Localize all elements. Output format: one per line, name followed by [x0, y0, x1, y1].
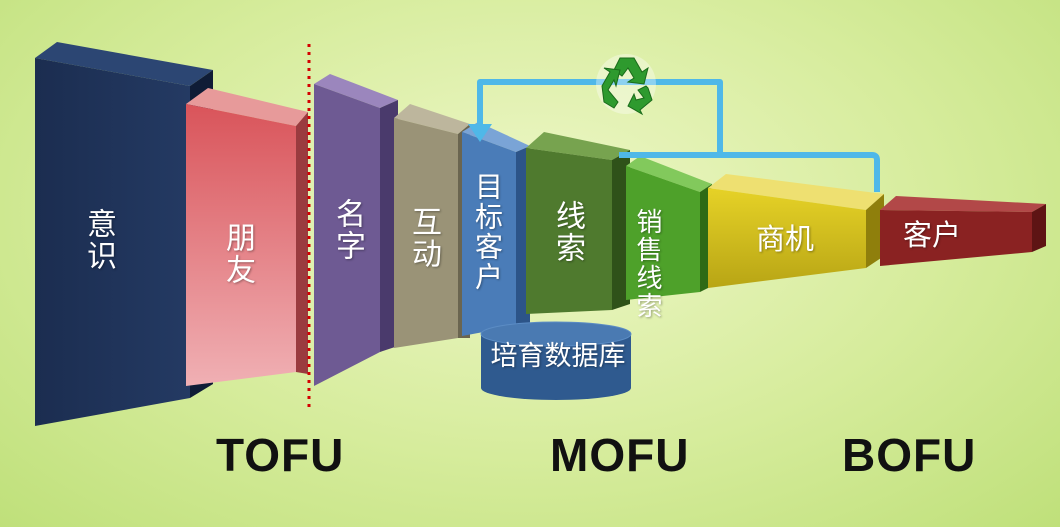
- phase-mofu: MOFU: [550, 429, 690, 481]
- loop-arrow-head: [468, 124, 492, 142]
- stage-target: [462, 122, 530, 336]
- stage-label-customer: 客户: [902, 220, 961, 252]
- stage-sales-leads: [626, 156, 712, 300]
- stage-opportunity: [708, 174, 884, 288]
- stage-label-sales-leads: 销售线索: [633, 208, 663, 320]
- database-label: 培育数据库: [490, 341, 626, 371]
- loop-arrow: [477, 79, 880, 192]
- phase-tofu: TOFU: [216, 429, 345, 481]
- stage-label-leads: 线索: [551, 200, 584, 264]
- stage-label-target: 目标客户: [472, 172, 503, 292]
- recycle-icon: [596, 54, 656, 116]
- stage-label-interaction: 互动: [407, 206, 440, 270]
- stage-label-opportunity: 商机: [755, 224, 814, 256]
- phase-bofu: BOFU: [842, 429, 977, 481]
- stage-label-name: 名字: [331, 198, 364, 262]
- stage-friend: [186, 88, 308, 386]
- stage-customer: [880, 196, 1046, 266]
- stage-label-awareness: 意识: [82, 208, 115, 272]
- stage-leads: [526, 132, 630, 314]
- stage-label-friend: 朋友: [221, 222, 254, 286]
- nurture-database: [480, 321, 632, 400]
- stage-name: [314, 74, 398, 386]
